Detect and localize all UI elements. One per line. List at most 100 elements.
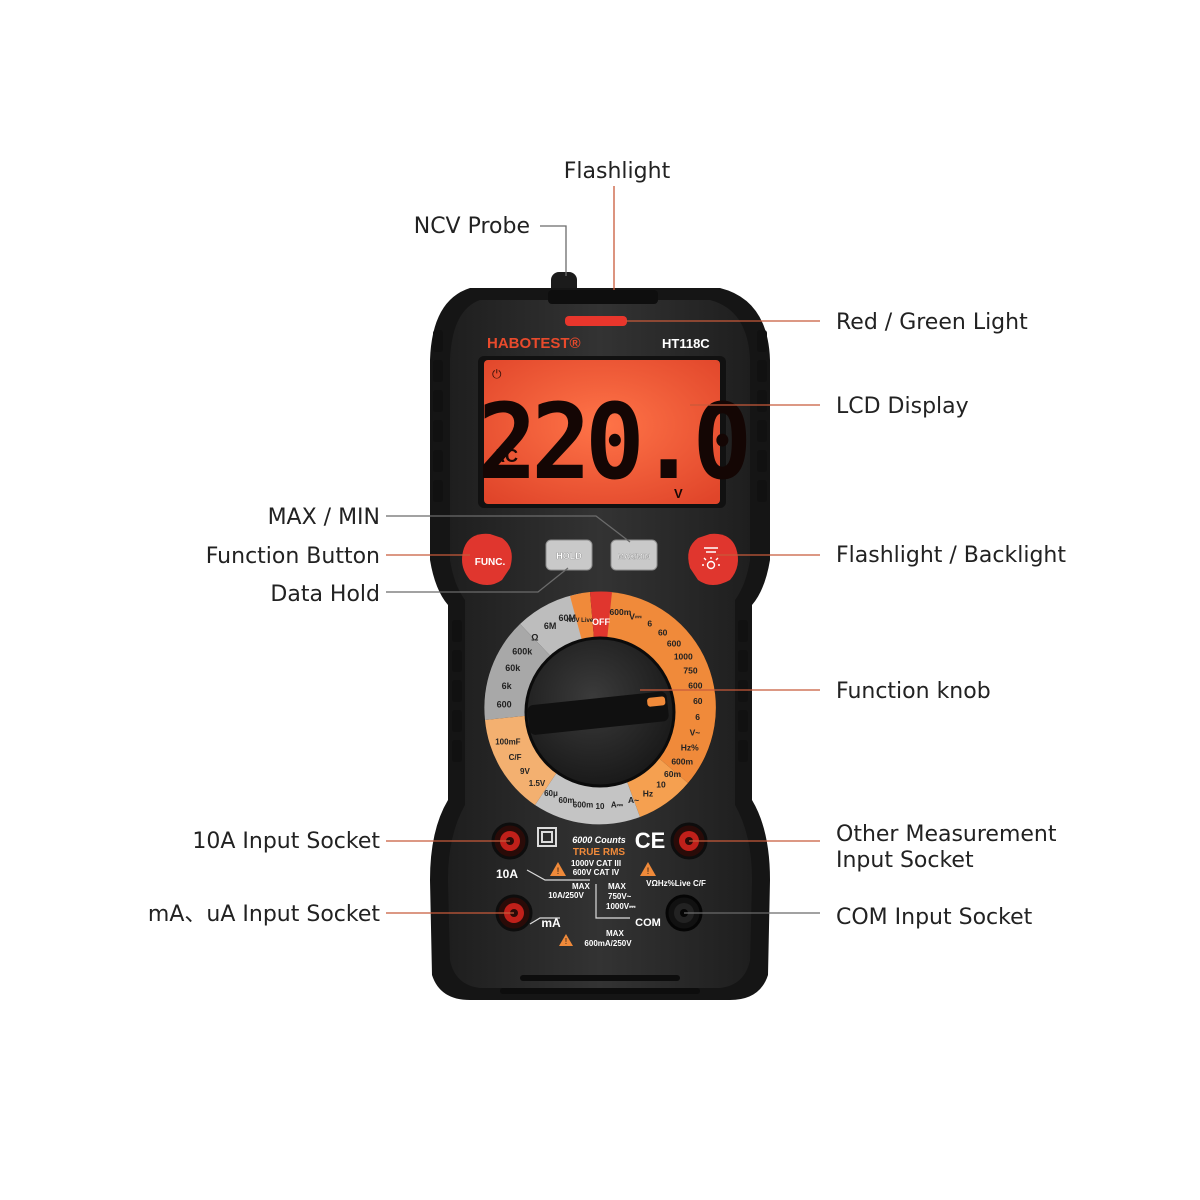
dial-scale-label: 600m [610, 607, 632, 617]
svg-text:!: ! [565, 937, 567, 946]
label-flashlight-backlight: Flashlight / Backlight [836, 543, 1066, 568]
socket-10a-label: 10A [496, 867, 518, 881]
dial-scale-label: 600 [667, 639, 681, 649]
max-10a-value: 10A/250V [548, 891, 584, 900]
hold-button[interactable]: HOLD [545, 539, 593, 571]
dial-scale-label: 1000 [674, 651, 693, 661]
label-lcd-display: LCD Display [836, 394, 969, 419]
double-insulation-icon [537, 827, 557, 847]
label-flashlight: Flashlight [564, 159, 671, 184]
cat-rating-2: 600V CAT IV [573, 868, 620, 877]
label-data-hold: Data Hold [270, 582, 380, 607]
dial-scale-label: 60μ [544, 789, 558, 798]
multimeter-device: HABOTEST® HT118C ⏻ AC 220.0 V FUNC. HOLD… [430, 272, 770, 1000]
dial-scale-label: 100mF [495, 738, 520, 747]
func-button-label: FUNC. [475, 557, 506, 568]
func-button[interactable]: FUNC. [462, 533, 512, 585]
dial-scale-label: A~ [628, 795, 639, 805]
warning-icon-ma: ! [559, 934, 573, 946]
dial-scale-label: 60m [558, 796, 574, 805]
knob-pointer-tip [647, 696, 666, 707]
power-icon: ⏻ [492, 367, 502, 381]
flashlight-window [548, 290, 658, 304]
max-ma-value: 600mA/250V [584, 939, 632, 948]
vhz-label: VΩHz%Live C/F [646, 879, 706, 888]
warning-icon-right: ! [640, 862, 656, 876]
dial-scale-label: 750 [683, 666, 697, 676]
dial-scale-label: 600m [671, 756, 693, 766]
bottom-ridges [500, 975, 700, 994]
brand-logo: HABOTEST® [487, 335, 581, 352]
lcd-display: ⏻ AC 220.0 V [478, 356, 752, 508]
dial-scale-label: 6 [647, 619, 652, 629]
dial-scale-label: 60M [558, 613, 576, 623]
dial-scale-label: 600 [688, 681, 702, 691]
dial-scale-label: Hz [643, 789, 653, 799]
callout-hold [386, 567, 569, 593]
dial-scale-label: 10 [656, 780, 666, 790]
callout-ncv [540, 225, 567, 276]
label-max-min: MAX / MIN [268, 505, 380, 530]
label-other-socket-line1: Other Measurement [836, 822, 1057, 847]
svg-text:!: ! [647, 866, 650, 876]
label-function-button: Function Button [206, 544, 380, 569]
label-function-knob: Function knob [836, 679, 991, 704]
dial-scale-label: 10 [596, 802, 605, 811]
label-ncv-probe: NCV Probe [414, 214, 530, 239]
true-rms-label: TRUE RMS [573, 847, 626, 858]
max-v-head: MAX [608, 882, 626, 891]
hold-button-label: HOLD [556, 551, 582, 561]
max-10a-head: MAX [572, 882, 590, 891]
svg-text:!: ! [557, 866, 560, 876]
knob-pointer [527, 691, 669, 735]
callout-labels: Flashlight NCV Probe Red / Green Light L… [148, 159, 1066, 930]
dial-scale-label: 60 [658, 628, 668, 638]
dial-scale-label: 600k [512, 647, 533, 657]
dial-scale-label: 600 [497, 700, 512, 710]
dial-scale-label: V~ [690, 728, 701, 738]
lcd-unit: V [674, 486, 683, 501]
lcd-mode-ac: AC [492, 446, 518, 466]
callout-maxmin [386, 515, 631, 543]
light-bulb-icon [702, 547, 720, 570]
cat-rating-1: 1000V CAT III [571, 859, 621, 868]
side-grips [433, 330, 767, 762]
label-com-socket: COM Input Socket [836, 905, 1033, 930]
socket-ma-label: mA [541, 916, 561, 930]
dial-scale-label: Hz% [681, 743, 699, 753]
model-number: HT118C [662, 336, 710, 351]
dial-scale-label: 6k [502, 681, 513, 691]
max-ma-head: MAX [606, 929, 624, 938]
label-ma-ua-socket: mA、uA Input Socket [148, 902, 380, 927]
callout-lines [386, 186, 820, 914]
ce-mark: CE [635, 828, 666, 853]
warning-icon-left: ! [550, 862, 566, 876]
dial-scale-label: C/F [509, 753, 522, 762]
dial-scale-label: 60 [693, 696, 703, 706]
com-label: COM [635, 917, 661, 929]
dial-orange-labels: 600mV⎓6606001000750600606V~Hz%600m60m10H… [610, 607, 703, 805]
dial-scale-label: 60m [664, 769, 681, 779]
red-green-light [565, 316, 627, 326]
label-red-green-light: Red / Green Light [836, 310, 1028, 335]
dial-scale-label: V⎓ [629, 612, 643, 622]
lcd-reading: 220.0 [478, 382, 747, 503]
dial-scale-label: 60k [505, 663, 521, 673]
dial-scale-label: 6M [544, 621, 557, 631]
max-v-value-2: 1000V⎓ [606, 902, 636, 911]
input-panel: 6000 Counts TRUE RMS CE ! ! 1000V CAT II… [496, 827, 706, 948]
maxmin-button[interactable]: MAX/MIN [610, 539, 658, 571]
dial-off-label: OFF [592, 617, 610, 627]
flashlight-backlight-button[interactable] [688, 533, 738, 585]
label-10a-socket: 10A Input Socket [192, 829, 380, 854]
max-v-value-1: 750V~ [608, 892, 632, 901]
dial-scale-label: Ω [531, 632, 538, 642]
dial-scale-label: 600m [573, 801, 593, 810]
dial-scale-label: 9V [520, 767, 530, 776]
panel-lines [526, 869, 630, 925]
dial-ncv-label: NCV Live [567, 618, 594, 624]
